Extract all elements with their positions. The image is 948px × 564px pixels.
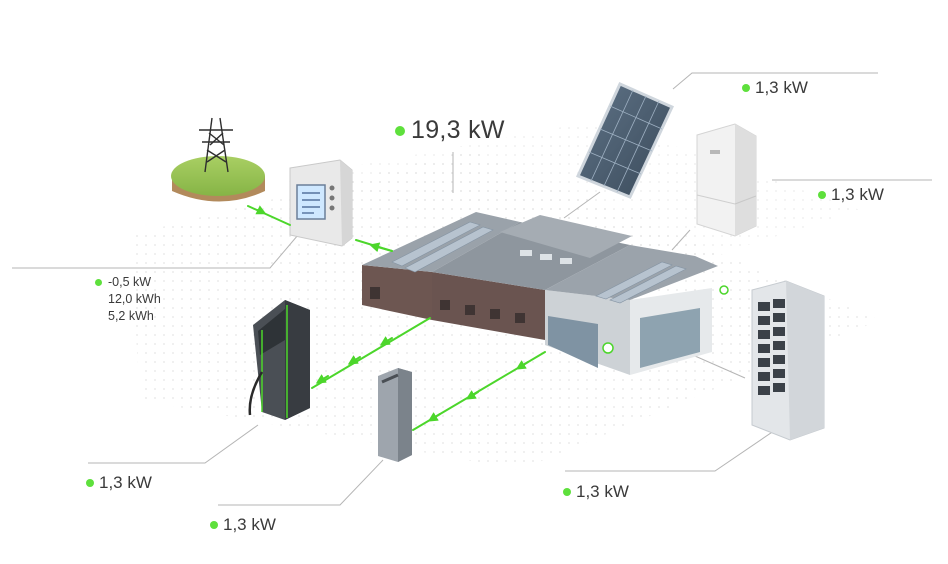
solar-panel-power-label: 1,3 kW [742, 78, 808, 98]
energy-flows [247, 205, 546, 431]
grid-meter-energy-in: 12,0 kWh [108, 292, 161, 306]
home-battery-power-label: 1,3 kW [818, 185, 884, 205]
factory-building [362, 212, 729, 375]
total-power-value: 19,3 kW [411, 116, 505, 144]
status-dot [86, 479, 94, 487]
charging-station-power: 1,3 kW [99, 473, 152, 492]
charging-station [248, 300, 310, 420]
flow-grid-meter [247, 205, 291, 226]
home-battery-power: 1,3 kW [831, 185, 884, 204]
status-dot [563, 488, 571, 496]
smart-meter [289, 159, 353, 247]
total-power-label: 19,3 kW [395, 116, 505, 145]
flow-building-charger [311, 317, 431, 389]
storage-rack-power-label: 1,3 kW [563, 482, 629, 502]
status-dot [95, 279, 102, 286]
grid-meter-power: -0,5 kW [108, 275, 152, 289]
status-dot [818, 191, 826, 199]
wallbox-power-label: 1,3 kW [210, 515, 276, 535]
storage-rack-power: 1,3 kW [576, 482, 629, 501]
solar-panel [575, 82, 675, 199]
grid-meter-energy-out: 5,2 kWh [108, 309, 154, 323]
wallbox [378, 368, 412, 462]
storage-rack [751, 280, 825, 441]
solar-panel-power: 1,3 kW [755, 78, 808, 97]
wallbox-power: 1,3 kW [223, 515, 276, 534]
grid-meter-values: -0,5 kW 12,0 kWh 5,2 kWh [95, 274, 161, 325]
home-battery [696, 123, 757, 237]
status-dot [395, 125, 405, 136]
status-dot [210, 521, 218, 529]
leader-lines [12, 72, 932, 506]
charging-station-power-label: 1,3 kW [86, 473, 152, 493]
status-dot [742, 84, 750, 92]
power-grid-tower [171, 117, 265, 202]
